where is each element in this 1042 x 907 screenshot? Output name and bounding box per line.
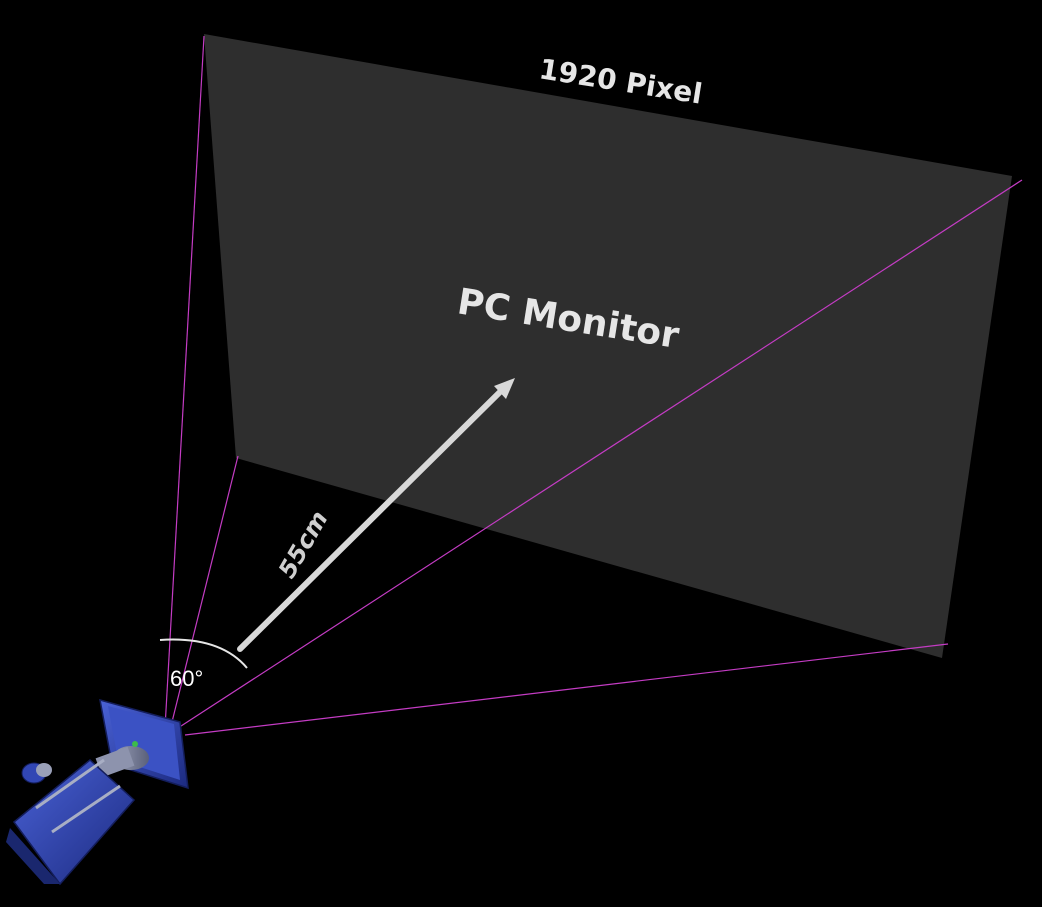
camera-icon (6, 698, 189, 886)
distance-label: 55cm (273, 506, 334, 583)
fov-line-top-left (164, 35, 205, 729)
distance-arrow (237, 378, 515, 652)
fov-lines (164, 35, 1023, 736)
fov-line-bottom-right (184, 643, 949, 736)
angle-arc (159, 638, 248, 669)
fov-line-bottom-left (169, 455, 239, 731)
fov-line-top-right (177, 179, 1023, 729)
angle-label: 60° (170, 666, 203, 691)
monitor-screen (204, 34, 1012, 658)
